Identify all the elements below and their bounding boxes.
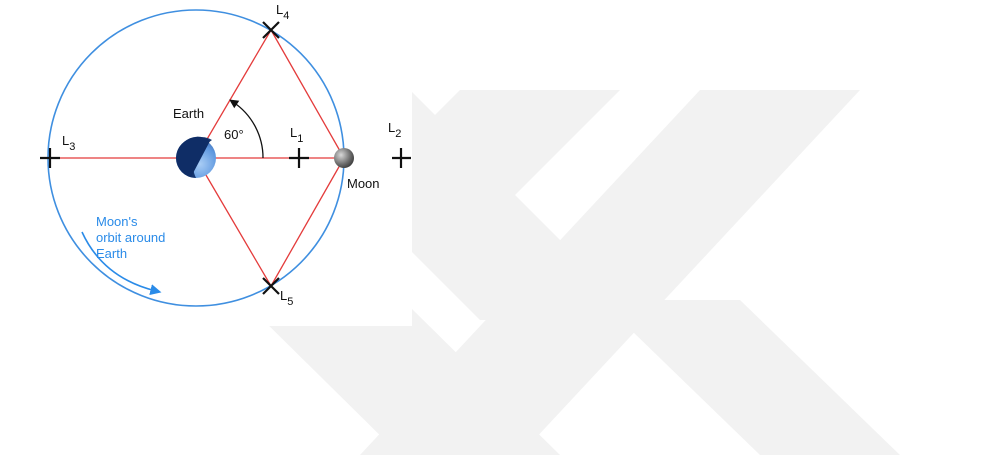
l5-marker	[262, 277, 280, 295]
orbit-caption-line3: Earth	[96, 246, 127, 261]
l2-marker	[392, 148, 411, 168]
orbit-caption-line2: orbit around	[96, 230, 165, 245]
l3-label: L3	[62, 133, 75, 153]
moon-label: Moon	[347, 176, 380, 191]
l5-label: L5	[280, 288, 293, 308]
earth-label: Earth	[173, 106, 204, 121]
l3-marker	[40, 148, 60, 168]
line-earth-l4	[195, 29, 272, 159]
line-l5-moon	[270, 157, 345, 287]
earth-globe	[176, 136, 216, 178]
angle-arc	[229, 99, 264, 159]
l1-marker	[289, 148, 309, 168]
l4-marker	[262, 21, 280, 39]
line-earth-l5	[195, 157, 272, 287]
l2-label: L2	[388, 120, 401, 140]
l1-label: L1	[290, 125, 303, 145]
orbit-direction-arrow	[81, 231, 162, 296]
orbit-caption: Moon's orbit around Earth	[96, 214, 165, 261]
orbit-caption-line1: Moon's	[96, 214, 138, 229]
lagrange-markers	[40, 21, 411, 295]
line-l4-moon	[270, 29, 345, 159]
moon-body	[334, 148, 354, 168]
l4-label: L4	[276, 2, 289, 22]
angle-label: 60°	[224, 127, 244, 142]
